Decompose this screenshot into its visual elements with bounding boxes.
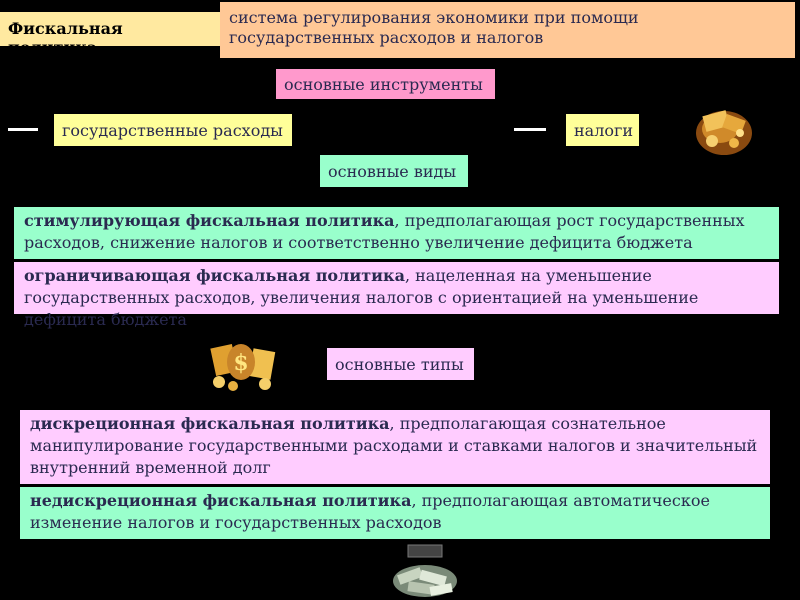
- instrument-taxes: налоги: [566, 114, 639, 146]
- kinds-label: основные виды: [320, 155, 468, 187]
- kind-stimulating-text: , предполагающая рост государственных ра…: [24, 211, 745, 252]
- type-nondiscretionary-text: , предполагающая автоматическое изменени…: [30, 491, 710, 532]
- type-discretionary: дискреционная фискальная политика, предп…: [20, 410, 770, 484]
- type-nondiscretionary-term: недискреционная фискальная политика: [30, 491, 412, 510]
- dash-right: [514, 128, 546, 131]
- gold-coins-image: [690, 95, 758, 163]
- instruments-label: основные инструменты: [276, 69, 495, 99]
- money-bag-image: $: [205, 332, 280, 394]
- definition-box: система регулирования экономики при помо…: [220, 2, 795, 58]
- type-discretionary-term: дискреционная фискальная политика: [30, 414, 390, 433]
- type-nondiscretionary: недискреционная фискальная политика, пре…: [20, 487, 770, 539]
- kind-stimulating: стимулирующая фискальная политика, предп…: [14, 207, 779, 259]
- kind-restrictive-term: ограничивающая фискальная политика: [24, 266, 405, 285]
- dash-left: [8, 128, 38, 131]
- cash-pile-image: [390, 543, 460, 600]
- type-discretionary-text: , предполагающая сознательное манипулиро…: [30, 414, 758, 477]
- instrument-spending: государственные расходы: [54, 114, 292, 146]
- kind-stimulating-term: стимулирующая фискальная политика: [24, 211, 395, 230]
- kind-restrictive: ограничивающая фискальная политика, наце…: [14, 262, 779, 329]
- kind-restrictive-text: , нацеленная на уменьшение государственн…: [24, 266, 699, 329]
- svg-text:$: $: [233, 350, 248, 376]
- page-title: Фискальная политика: [0, 12, 220, 57]
- types-label: основные типы: [327, 348, 474, 380]
